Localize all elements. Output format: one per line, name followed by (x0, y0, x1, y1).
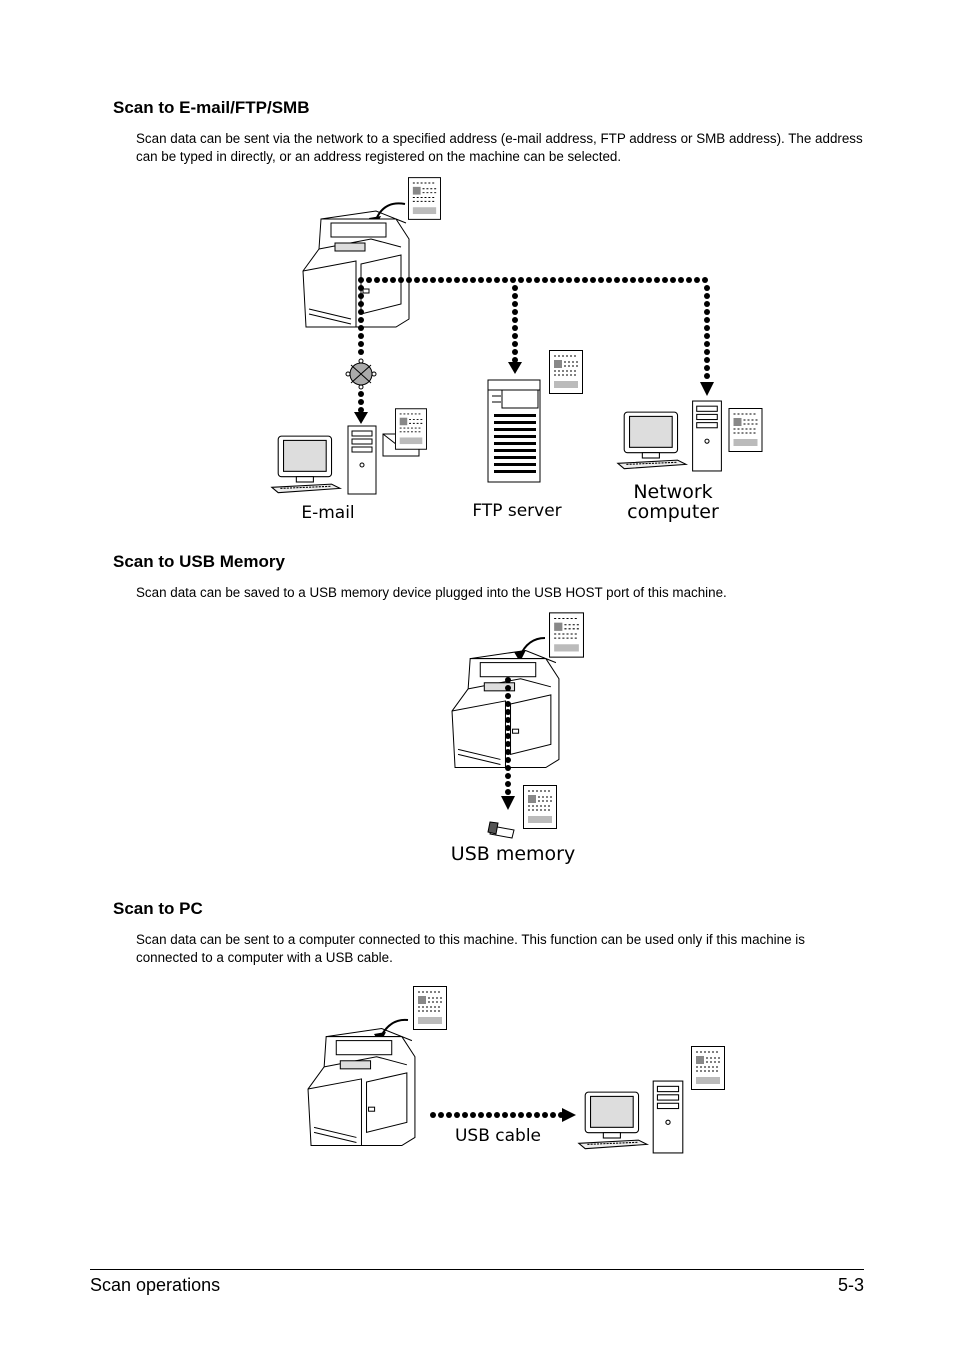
footer-page-number: 5-3 (837, 1275, 864, 1295)
email-document-icon (395, 408, 427, 450)
pc-tower-icon (652, 1080, 684, 1154)
section-heading-scan-email-ftp-smb: Scan to E-mail/FTP/SMB (113, 98, 310, 117)
section-body-scan-pc: Scan data can be sent to a computer conn… (136, 932, 805, 965)
label-ftp-server: FTP server (472, 501, 561, 521)
figure-scan-to-pc: USB cable (300, 982, 730, 1158)
mail-server-icon (345, 358, 377, 390)
usb-memory-icon (487, 821, 515, 839)
pc-document-icon (691, 1046, 725, 1090)
email-computer-tower-icon (347, 425, 377, 495)
ftp-document-icon (549, 350, 583, 394)
usb-connection-line (501, 677, 515, 810)
multifunction-printer-icon (307, 1027, 416, 1147)
figure-scan-to-usb: USB memory (440, 608, 600, 870)
section-heading-scan-pc: Scan to PC (113, 899, 203, 918)
network-computer-monitor-icon (617, 411, 687, 470)
document-icon (549, 612, 584, 658)
label-usb-cable: USB cable (455, 1126, 541, 1146)
section-body-scan-email-ftp-smb: Scan data can be sent via the network to… (136, 131, 863, 164)
network-line-to-computer (700, 285, 714, 396)
label-computer: computer (627, 501, 719, 523)
multifunction-printer-icon (302, 210, 410, 328)
document-icon (413, 986, 447, 1030)
label-usb-memory: USB memory (451, 843, 575, 865)
multifunction-printer-icon (451, 649, 560, 769)
footer-section-title: Scan operations (90, 1275, 221, 1295)
network-line-horizontal (358, 277, 708, 283)
ftp-server-icon (487, 379, 541, 483)
footer-divider (90, 1269, 864, 1270)
pc-monitor-icon (578, 1091, 648, 1150)
section-heading-scan-usb: Scan to USB Memory (113, 552, 285, 571)
section-body-scan-usb: Scan data can be saved to a USB memory d… (136, 585, 727, 600)
label-email: E-mail (301, 503, 354, 523)
network-line-to-email (354, 285, 368, 424)
figure-scan-to-email-ftp-smb: E-mail FTP server Network computer (265, 172, 775, 524)
usb-document-icon (523, 785, 557, 829)
network-document-icon (728, 408, 763, 452)
label-network: Network (633, 481, 712, 503)
usb-cable-line (430, 1108, 576, 1122)
document-icon (408, 177, 441, 220)
email-computer-monitor-icon (271, 435, 341, 494)
network-line-to-ftp (508, 285, 522, 374)
network-computer-tower-icon (692, 400, 722, 472)
